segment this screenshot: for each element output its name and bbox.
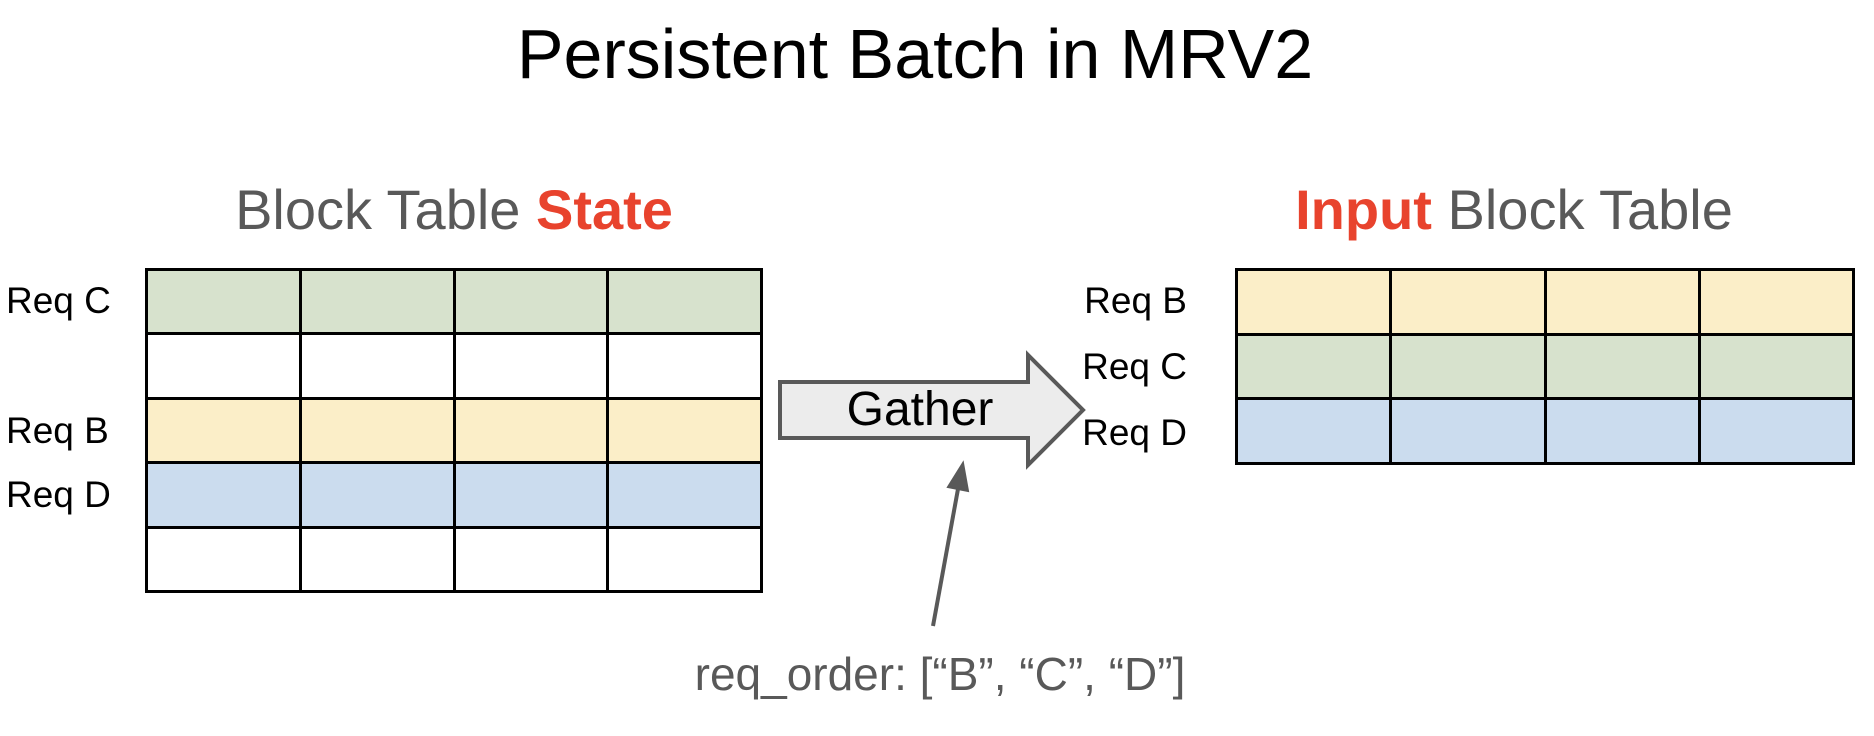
annotation-arrow	[931, 460, 970, 627]
table-row	[148, 271, 760, 333]
block-cell	[455, 528, 607, 590]
block-cell	[148, 335, 299, 397]
block-cell	[455, 464, 607, 526]
gather-arrow-label: Gather	[846, 383, 994, 436]
right-heading-text: Block Table	[1431, 178, 1733, 241]
req-order-annotation: req_order: [“B”, “C”, “D”]	[694, 648, 1186, 700]
block-cell	[1546, 335, 1698, 398]
block-cell	[1238, 335, 1390, 398]
row-label: Req D	[1082, 412, 1187, 453]
block-cell	[455, 399, 607, 462]
block-cell	[1238, 271, 1390, 333]
block-cell	[1392, 335, 1544, 398]
page-title: Persistent Batch in MRV2	[516, 15, 1314, 93]
block-cell	[301, 335, 453, 397]
block-cell	[1546, 271, 1698, 333]
block-cell	[301, 399, 453, 462]
block-cell	[1392, 400, 1544, 462]
block-cell	[148, 464, 299, 526]
block-cell	[609, 335, 760, 397]
block-table-state	[145, 268, 763, 593]
table-row	[148, 335, 760, 397]
table-row	[148, 464, 760, 526]
block-cell	[455, 335, 607, 397]
row-label: Req C	[1082, 346, 1187, 387]
block-cell	[1700, 400, 1852, 462]
block-cell	[609, 399, 760, 462]
table-row	[1238, 271, 1852, 333]
right-table-heading: Input Block Table	[1204, 178, 1824, 242]
row-label: Req B	[6, 410, 109, 451]
block-cell	[1700, 271, 1852, 333]
right-heading-highlight: Input	[1295, 178, 1432, 241]
block-cell	[1700, 335, 1852, 398]
block-cell	[148, 528, 299, 590]
block-cell	[301, 271, 453, 333]
block-cell	[609, 271, 760, 333]
block-cell	[148, 399, 299, 462]
block-cell	[455, 271, 607, 333]
block-cell	[301, 464, 453, 526]
block-cell	[301, 528, 453, 590]
table-row	[1238, 400, 1852, 462]
table-row	[1238, 335, 1852, 398]
block-cell	[1392, 271, 1544, 333]
block-cell	[1238, 400, 1390, 462]
input-block-table	[1235, 268, 1855, 465]
left-heading-text: Block Table	[235, 178, 536, 241]
row-label: Req C	[6, 280, 111, 321]
left-table-heading: Block Table State	[145, 178, 763, 242]
block-cell	[609, 464, 760, 526]
row-label: Req D	[6, 474, 111, 515]
block-cell	[1546, 400, 1698, 462]
row-label: Req B	[1084, 280, 1187, 321]
block-cell	[609, 528, 760, 590]
table-row	[148, 399, 760, 462]
left-heading-highlight: State	[535, 178, 673, 241]
table-row	[148, 528, 760, 590]
block-cell	[148, 271, 299, 333]
